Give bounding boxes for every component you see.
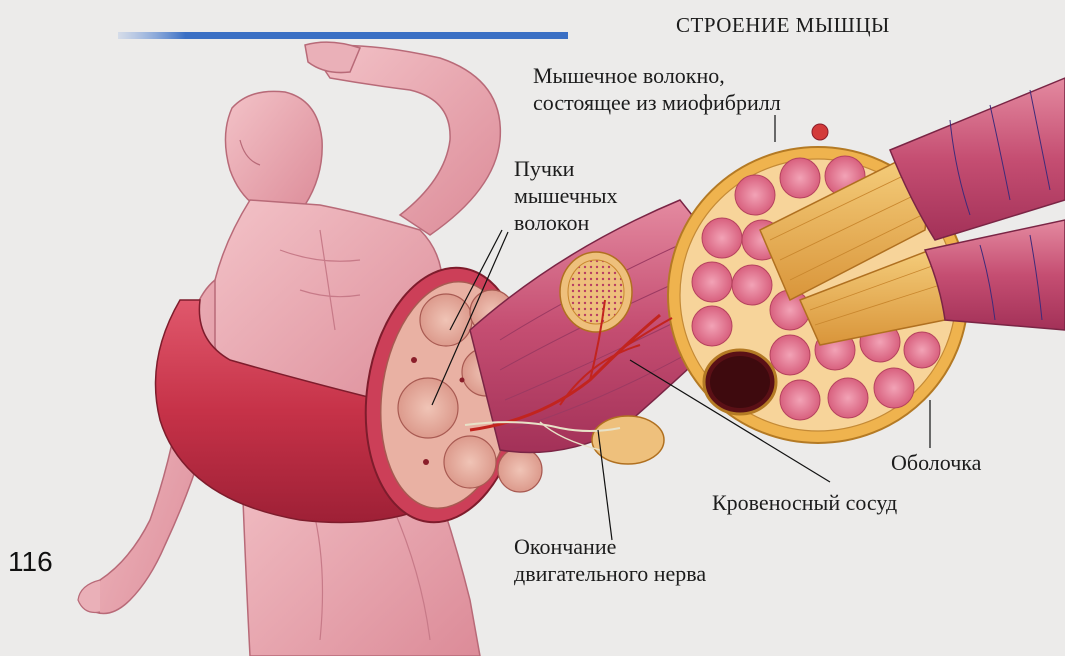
label-muscle-fiber: Мышечное волокно, состоящее из миофибрил…	[533, 62, 781, 116]
label-fiber-bundles-line3: волокон	[514, 209, 617, 236]
page-number: 116	[8, 546, 53, 578]
label-fiber-bundles-line1: Пучки	[514, 155, 617, 182]
page-title: СТРОЕНИЕ МЫШЦЫ	[676, 12, 890, 39]
label-fiber-bundles-line2: мышечных	[514, 182, 617, 209]
muscle-fiber-icon	[470, 78, 1065, 464]
label-muscle-fiber-line1: Мышечное волокно,	[533, 62, 781, 89]
label-muscle-fiber-line2: состоящее из миофибрилл	[533, 89, 781, 116]
label-motor-nerve-line2: двигательного нерва	[514, 560, 706, 587]
label-motor-nerve-line1: Окончание	[514, 533, 706, 560]
label-motor-nerve: Окончание двигательного нерва	[514, 533, 706, 587]
title-bar	[118, 32, 568, 39]
label-sheath: Оболочка	[891, 449, 981, 476]
label-blood-vessel: Кровеносный сосуд	[712, 489, 897, 516]
label-fiber-bundles: Пучки мышечных волокон	[514, 155, 617, 236]
